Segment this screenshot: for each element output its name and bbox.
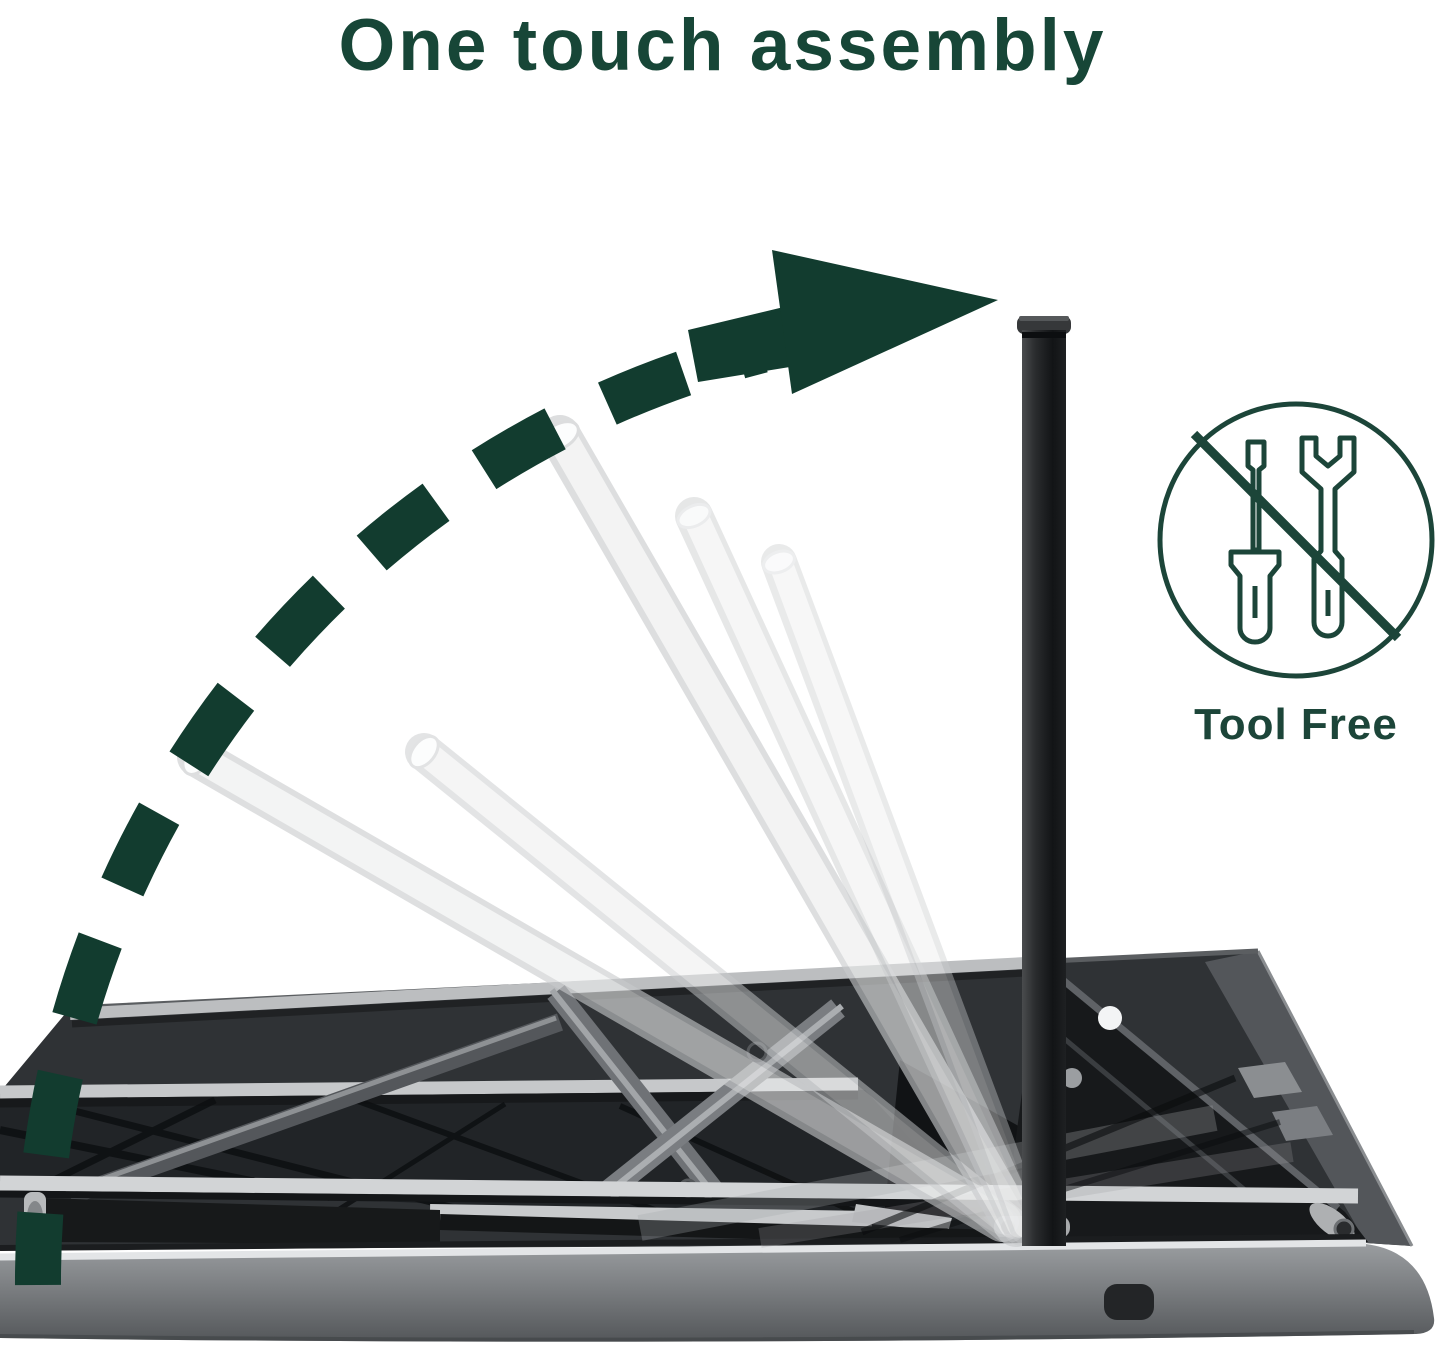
page-title: One touch assembly — [338, 5, 1107, 86]
ghost-leg — [761, 544, 1046, 1246]
ghost-legs — [177, 415, 1046, 1247]
tool-free-badge: Tool Free — [1146, 390, 1445, 760]
folded-leg-bar — [42, 1198, 440, 1244]
arrow-head — [772, 250, 998, 394]
table-leg-upright — [1017, 316, 1071, 1246]
rim-button — [1104, 1284, 1154, 1320]
slash-line — [1190, 430, 1402, 642]
tabletop-rim — [0, 1239, 1435, 1342]
ghost-leg — [405, 733, 1027, 1243]
arrow-tail-dash — [688, 306, 796, 382]
tool-free-label: Tool Free — [1194, 700, 1398, 749]
dashed-arc — [14, 327, 768, 1286]
no-tools-icon — [1157, 401, 1435, 679]
prohibition-circle — [1157, 401, 1435, 679]
ghost-leg — [675, 497, 1041, 1246]
tabletop-right-edge — [1205, 951, 1412, 1246]
frame-tube-lower — [0, 1175, 1359, 1204]
screwdriver-icon — [1228, 439, 1282, 645]
bracket-rivet — [1098, 1006, 1122, 1030]
frame-tube-upper — [0, 1077, 859, 1099]
wrench-icon — [1299, 435, 1357, 639]
rotation-arc-arrow — [14, 250, 998, 1286]
